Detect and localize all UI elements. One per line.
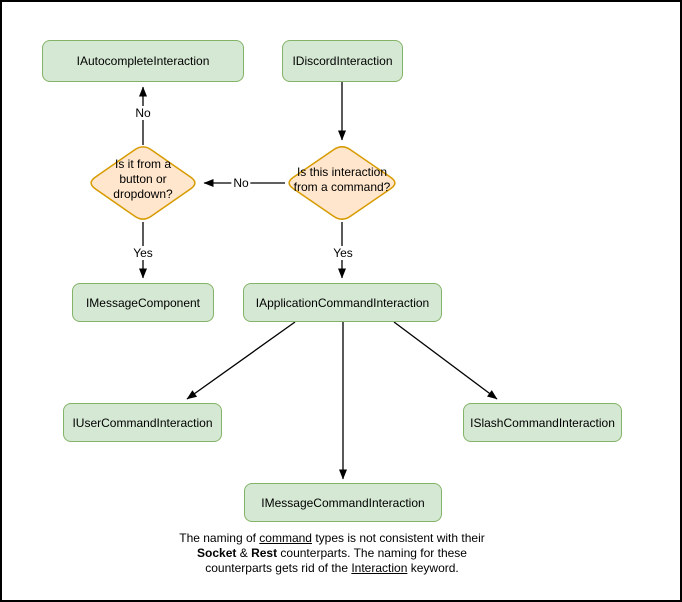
node-application-command-interaction: IApplicationCommandInteraction	[243, 283, 442, 322]
caption-text: keyword.	[407, 561, 459, 575]
caption-note: The naming of command types is not consi…	[132, 531, 532, 576]
node-message-component: IMessageComponent	[72, 283, 214, 322]
caption-line-2: Socket & Rest counterparts. The naming f…	[132, 546, 532, 561]
caption-text: counterparts. The naming for these	[277, 546, 467, 560]
edge-to-usercommand	[186, 321, 296, 400]
caption-bold-rest: Rest	[251, 546, 278, 560]
edge-label-yes-left: Yes	[131, 246, 155, 260]
decision-from-command-shape	[288, 146, 396, 220]
edge-to-slashcommand	[393, 321, 498, 400]
decision-button-dropdown-shape	[90, 146, 196, 220]
caption-text: counterparts gets rid of the	[205, 561, 352, 575]
node-message-command-interaction: IMessageCommandInteraction	[244, 483, 442, 522]
caption-underline-interaction: Interaction	[351, 561, 408, 575]
node-autocomplete-interaction: IAutocompleteInteraction	[42, 40, 244, 82]
node-discord-interaction: IDiscordInteraction	[282, 40, 403, 82]
caption-text: types is not consistent with their	[311, 531, 485, 545]
caption-underline-command: command	[259, 531, 312, 545]
caption-text: The naming of	[179, 531, 260, 545]
decision-from-command-label: Is this interaction from a command?	[293, 164, 391, 194]
decision-button-dropdown-label: Is it from a button or dropdown?	[113, 157, 173, 201]
caption-line-1: The naming of command types is not consi…	[132, 531, 532, 546]
caption-line-3: counterparts gets rid of the Interaction…	[132, 561, 532, 576]
caption-text: &	[236, 546, 252, 560]
edge-label-no-mid: No	[231, 176, 251, 190]
edge-label-yes-right: Yes	[331, 246, 355, 260]
caption-bold-socket: Socket	[197, 546, 237, 560]
node-slash-command-interaction: ISlashCommandInteraction	[463, 403, 622, 442]
node-user-command-interaction: IUserCommandInteraction	[63, 403, 222, 442]
edge-label-no-top: No	[133, 106, 153, 120]
